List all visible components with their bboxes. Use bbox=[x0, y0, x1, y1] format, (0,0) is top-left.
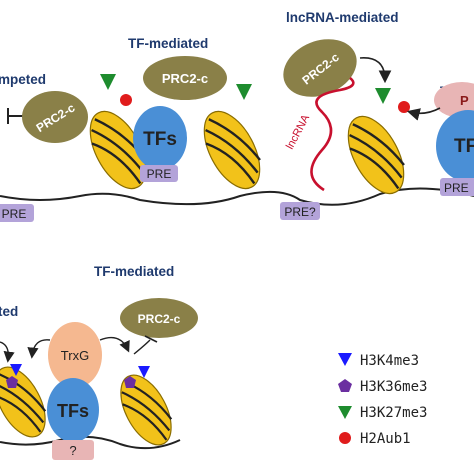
dna-strand-bottom bbox=[0, 435, 181, 450]
legend-h3k36me3-label: H3K36me3 bbox=[360, 379, 427, 395]
h3k27me3-marker-top-2 bbox=[236, 84, 252, 100]
tfs-label-right: TF bbox=[454, 136, 474, 157]
nucleosome-bottom-1 bbox=[0, 357, 57, 447]
label-tf-mediated-top: TF-mediated bbox=[128, 36, 208, 51]
legend-h3k27me3-label: H3K27me3 bbox=[360, 405, 427, 421]
label-competed: mpeted bbox=[0, 72, 46, 87]
arrow-right-to-nucleosome bbox=[406, 107, 441, 121]
inhibition-line-bottom bbox=[133, 339, 151, 355]
pre-question-label: PRE? bbox=[284, 205, 316, 219]
pre-label-left: PRE bbox=[2, 207, 27, 221]
arrow-trxg-to-right bbox=[99, 336, 130, 353]
nucleosome-top-3 bbox=[335, 106, 417, 204]
legend-h3k4me3-icon bbox=[338, 353, 352, 366]
h2aub1-marker-top-1 bbox=[120, 94, 132, 106]
question-box bbox=[52, 440, 94, 460]
arrow-bottom-left bbox=[0, 341, 15, 363]
tfs-center: TFs bbox=[133, 106, 187, 170]
prc2-complex-left: PRC2-c bbox=[22, 91, 88, 143]
prc2-complex-right: P bbox=[434, 82, 474, 118]
legend: H3K4me3 H3K36me3 H3K27me3 H2Aub1 bbox=[338, 353, 427, 447]
nucleosome-bottom-2 bbox=[109, 365, 183, 455]
lncrna-strand bbox=[310, 76, 355, 192]
h3k4me3-marker-bottom-1 bbox=[10, 364, 22, 376]
pre-label-right: PRE bbox=[444, 181, 469, 195]
prc2-label-right: P bbox=[460, 93, 469, 108]
legend-h3k27me3-icon bbox=[338, 406, 352, 419]
trxg-label: TrxG bbox=[61, 348, 89, 363]
h3k27me3-marker-top-1 bbox=[100, 74, 116, 90]
arrow-prc2-to-nucleosome bbox=[359, 57, 392, 84]
tfs-label-center: TFs bbox=[143, 129, 177, 150]
h3k27me3-marker-top-3 bbox=[375, 88, 391, 104]
pre-box-center bbox=[140, 165, 178, 182]
label-tf-mediated-bottom: TF-mediated bbox=[94, 264, 174, 279]
prc2-label-center: PRC2-c bbox=[162, 71, 208, 86]
h2aub1-marker-top-3 bbox=[398, 101, 410, 113]
legend-h3k4me3-label: H3K4me3 bbox=[360, 353, 419, 369]
h3k36me3-marker-bottom-1 bbox=[6, 376, 18, 388]
tfs-bottom: TFs bbox=[47, 378, 99, 442]
pre-label-center: PRE bbox=[147, 167, 172, 181]
question-label: ? bbox=[69, 443, 76, 458]
dna-strand-top bbox=[0, 187, 474, 206]
tfs-label-bottom: TFs bbox=[57, 401, 89, 421]
label-ted-bottom: ted bbox=[0, 304, 18, 319]
prc2-complex-lncrna: PRC2-c bbox=[283, 39, 357, 97]
h3k4me3-marker-bottom-2 bbox=[138, 366, 150, 378]
legend-h2aub1-icon bbox=[339, 432, 351, 444]
pre-box-right bbox=[440, 178, 474, 196]
arrow-trxg-to-left bbox=[27, 339, 51, 359]
legend-h3k36me3-icon bbox=[338, 379, 352, 392]
h3k36me3-marker-bottom-2 bbox=[124, 376, 136, 388]
pre-box-left bbox=[0, 204, 34, 222]
nucleosome-top-2 bbox=[191, 101, 273, 199]
tfs-right: TF bbox=[436, 110, 474, 182]
legend-h2aub1-label: H2Aub1 bbox=[360, 431, 411, 447]
prc2-complex-bottom: PRC2-c bbox=[120, 298, 198, 338]
prc2-complex-center: PRC2-c bbox=[143, 56, 227, 100]
prc2-label-bottom: PRC2-c bbox=[138, 312, 181, 326]
lncrna-label: lncRNA bbox=[284, 112, 312, 151]
label-lncrna-mediated: lncRNA-mediated bbox=[286, 10, 399, 25]
trxg-complex: TrxG bbox=[48, 322, 102, 388]
pre-question-box bbox=[280, 202, 320, 220]
